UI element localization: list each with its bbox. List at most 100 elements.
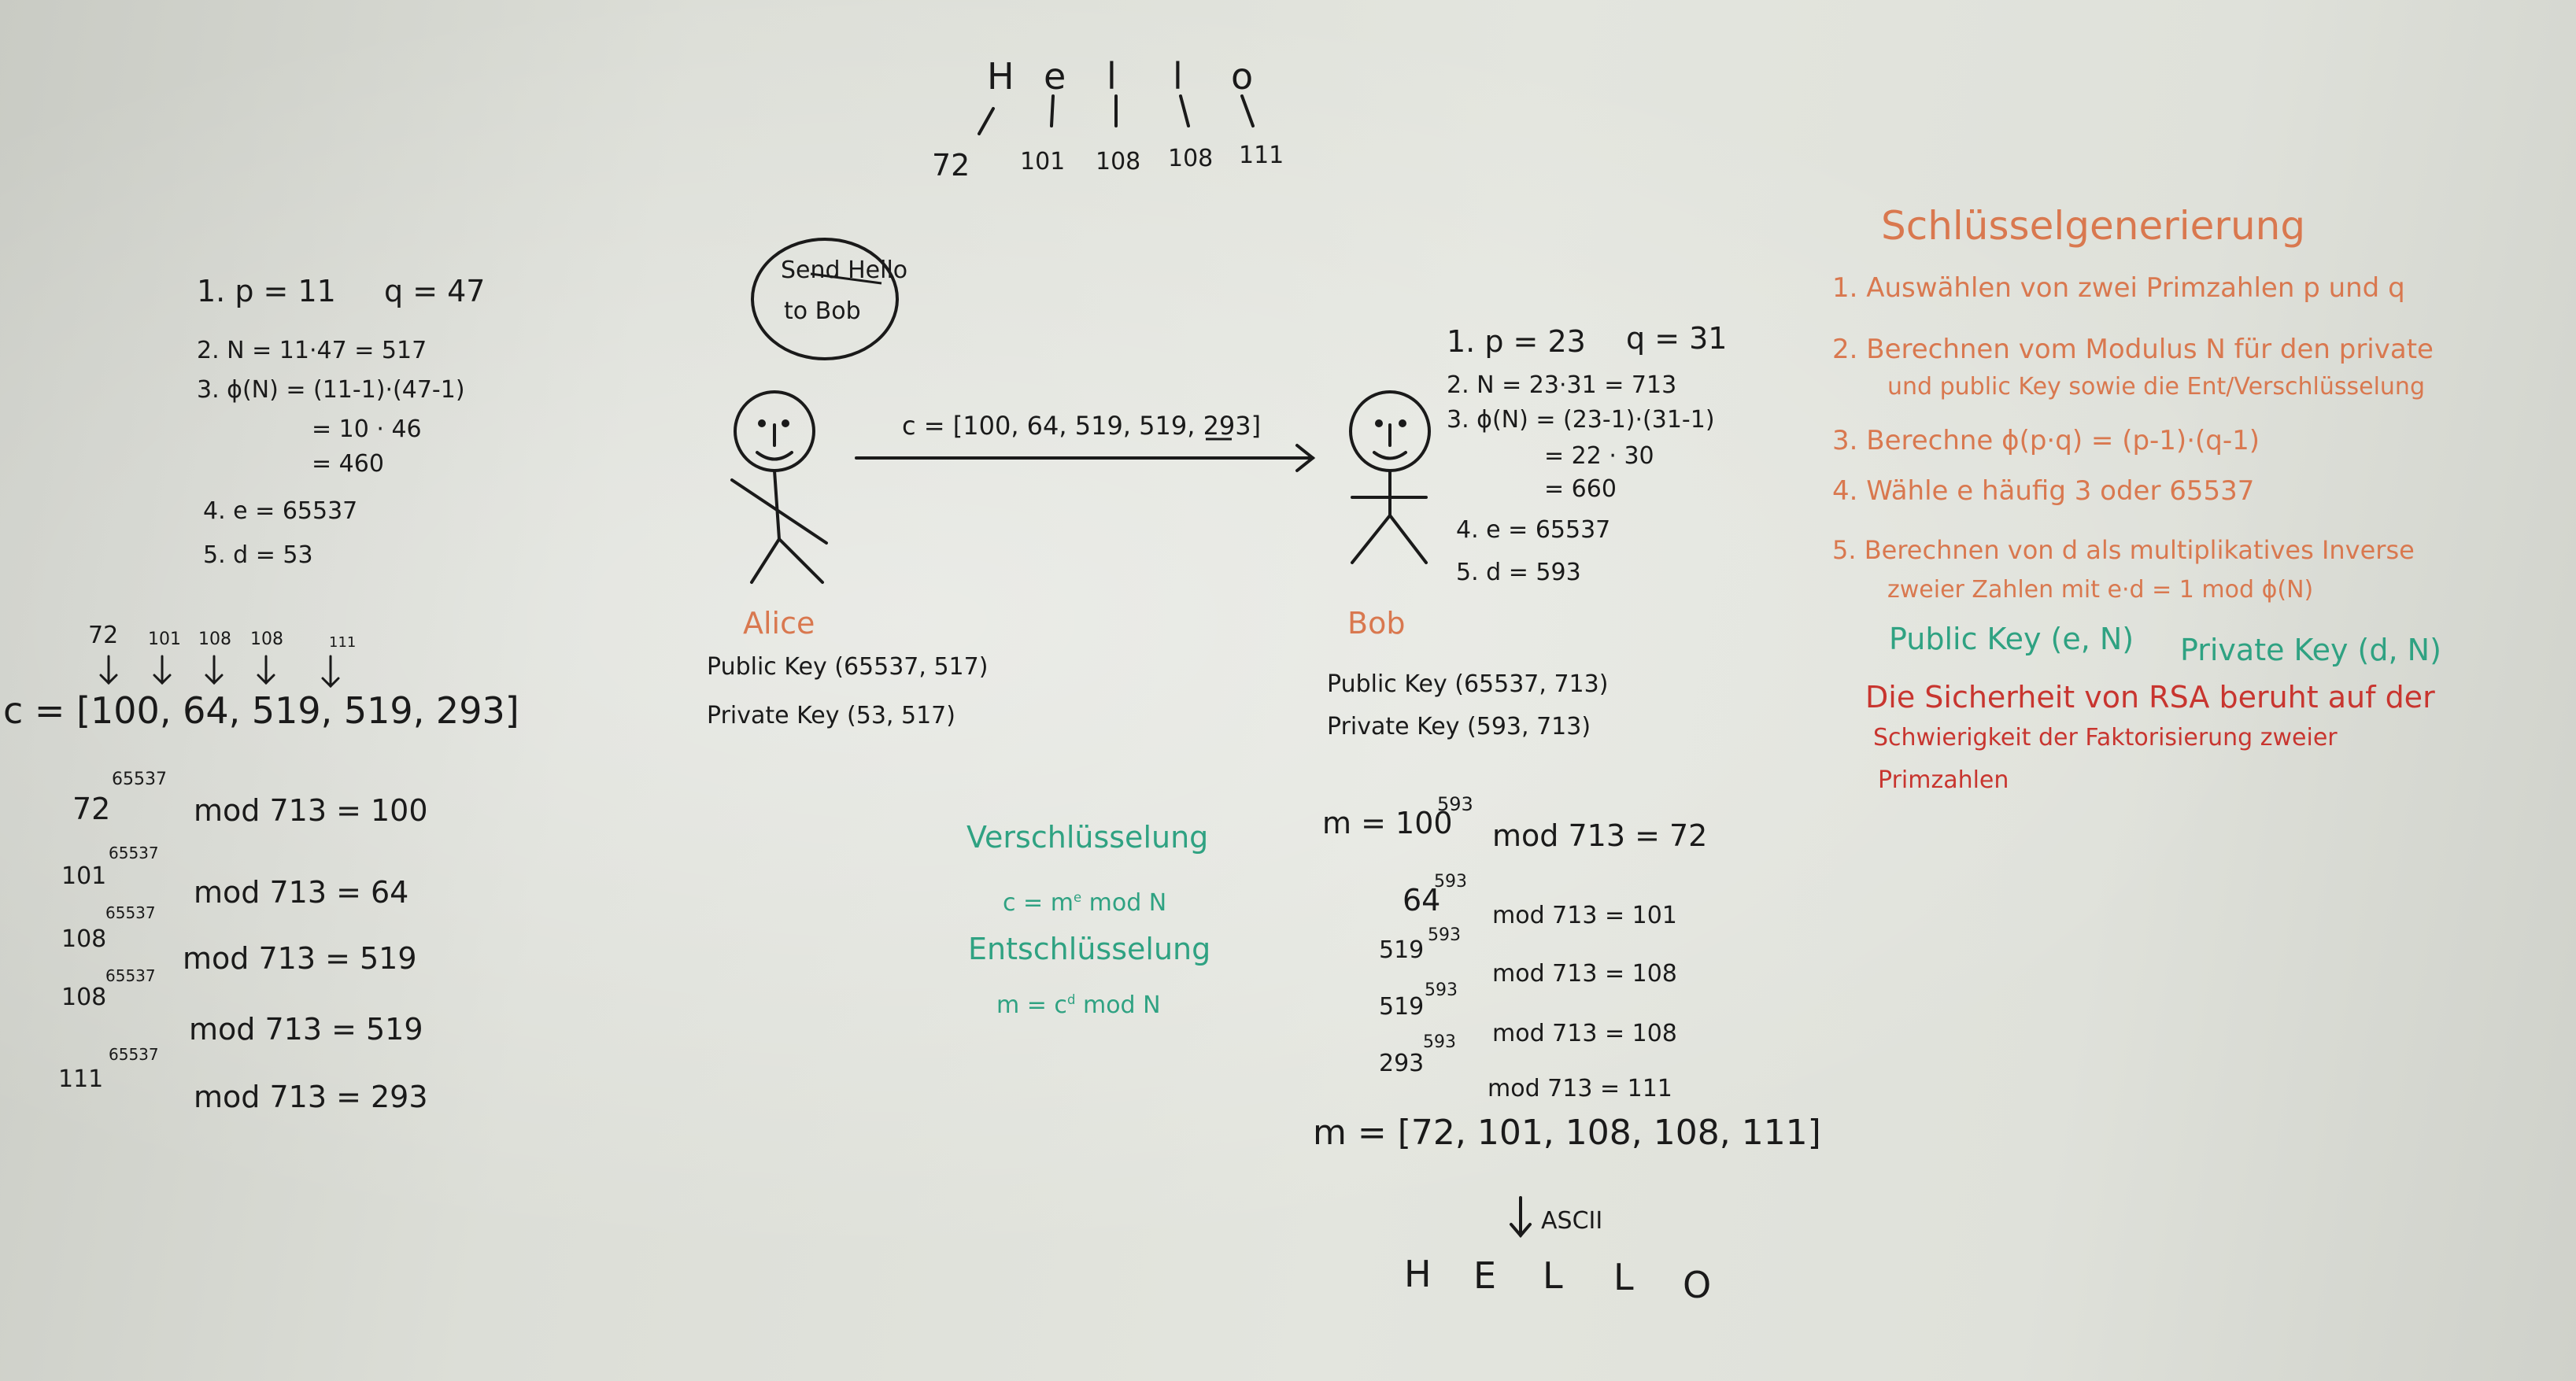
enc-exp: 65537 (109, 1045, 159, 1064)
hello-letter: H (987, 55, 1015, 98)
transfer-arrow (855, 444, 1316, 472)
bob-step2: 2. N = 23·31 = 713 (1447, 371, 1677, 399)
keygen-step: 5. Berechnen von d als multiplikatives I… (1832, 535, 2415, 565)
keygen-step: zweier Zahlen mit e·d = 1 mod ϕ(N) (1887, 576, 2314, 604)
hello-code: 108 (1168, 145, 1214, 172)
hello-code: 108 (1096, 148, 1141, 175)
alice-code: 101 (148, 630, 181, 649)
bob-step1-p: 1. p = 23 (1447, 324, 1586, 359)
decoded-letter: E (1473, 1254, 1497, 1297)
keygen-private-key: Private Key (d, N) (2180, 633, 2441, 667)
keygen-step: 2. Berechnen vom Modulus N für den priva… (1832, 334, 2434, 365)
keygen-step: und public Key sowie die Ent/Verschlüsse… (1887, 373, 2425, 401)
security-note: Schwierigkeit der Faktorisierung zweier (1873, 724, 2338, 751)
dec-exp: 593 (1425, 980, 1458, 1000)
alice-code-arrows (99, 655, 340, 689)
bubble-text: to Bob (784, 297, 861, 325)
encryption-formula: c = me mod N (1003, 889, 1167, 917)
enc-exp: 65537 (105, 966, 156, 985)
enc-base: 108 (61, 925, 107, 953)
dec-rest: mod 713 = 111 (1488, 1075, 1672, 1102)
dec-base: 64 (1403, 883, 1441, 918)
security-note: Primzahlen (1878, 766, 2009, 794)
bob-public-key: Public Key (65537, 713) (1327, 670, 1609, 698)
hello-letter: l (1107, 55, 1117, 98)
enc-rest: mod 713 = 519 (189, 1012, 423, 1047)
hello-letter: l (1173, 55, 1183, 98)
dec-exp: 593 (1434, 872, 1467, 892)
alice-code: 111 (329, 634, 357, 651)
enc-rest: mod 713 = 293 (194, 1080, 428, 1114)
dec-rest: mod 713 = 101 (1492, 902, 1677, 929)
alice-name: Alice (743, 606, 815, 641)
bob-step5: 5. d = 593 (1456, 559, 1581, 586)
hello-letter: o (1231, 55, 1254, 98)
arrow-cipher-label: c = [100, 64, 519, 519, 293] (902, 411, 1262, 441)
alice-step3c: = 460 (312, 450, 384, 478)
enc-rest: mod 713 = 64 (194, 875, 409, 910)
bob-step3c: = 660 (1544, 475, 1617, 503)
keygen-step: 4. Wähle e häufig 3 oder 65537 (1832, 475, 2255, 507)
bob-name: Bob (1347, 606, 1406, 641)
alice-code: 108 (250, 630, 283, 649)
bob-result: m = [72, 101, 108, 108, 111] (1313, 1113, 1821, 1153)
decoded-letter: H (1404, 1253, 1432, 1295)
keygen-step: 1. Auswählen von zwei Primzahlen p und q (1832, 272, 2405, 304)
keygen-step: 3. Berechne ϕ(p·q) = (p-1)·(q-1) (1832, 425, 2260, 456)
dec-base: 293 (1379, 1050, 1425, 1077)
enc-rest: mod 713 = 100 (194, 793, 428, 828)
hello-letter: e (1044, 55, 1066, 98)
hello-code: 111 (1239, 142, 1284, 169)
speech-bubble (751, 238, 899, 360)
alice-stick-figure (730, 390, 828, 584)
keygen-title: Schlüsselgenerierung (1881, 203, 2306, 249)
alice-step1-q: q = 47 (384, 274, 486, 308)
alice-step3b: = 10 · 46 (312, 415, 422, 443)
bubble-underline (810, 272, 882, 285)
ascii-arrow (1510, 1196, 1532, 1239)
dec-base: 519 (1379, 936, 1425, 964)
enc-exp: 65537 (112, 770, 167, 789)
hello-mapping-strokes (978, 94, 1255, 135)
enc-base: 101 (61, 862, 107, 890)
bob-step3b: = 22 · 30 (1544, 442, 1654, 470)
decoded-letter: L (1543, 1254, 1563, 1297)
bob-private-key: Private Key (593, 713) (1327, 713, 1591, 740)
keygen-public-key: Public Key (e, N) (1889, 622, 2134, 656)
alice-private-key: Private Key (53, 517) (707, 702, 955, 729)
alice-code: 108 (198, 630, 231, 649)
decoded-letter: L (1613, 1256, 1634, 1298)
decryption-formula: m = cd mod N (996, 991, 1161, 1019)
enc-base: 72 (72, 792, 111, 826)
alice-cipher: c = [100, 64, 519, 519, 293] (3, 689, 519, 732)
enc-exp: 65537 (105, 903, 156, 922)
bob-stick-figure (1349, 390, 1431, 564)
dec-base: m = 100 (1322, 806, 1453, 840)
dec-base: 519 (1379, 993, 1425, 1021)
dec-exp: 593 (1423, 1032, 1456, 1052)
bob-step4: 4. e = 65537 (1456, 516, 1611, 544)
enc-base: 108 (61, 984, 107, 1011)
alice-step1-p: 1. p = 11 (197, 274, 336, 308)
ascii-label: ASCII (1541, 1207, 1603, 1235)
hello-code: 72 (932, 148, 970, 183)
alice-step5: 5. d = 53 (203, 541, 313, 569)
encryption-title: Verschlüsselung (966, 820, 1209, 855)
alice-step4: 4. e = 65537 (203, 497, 358, 525)
dec-rest: mod 713 = 72 (1492, 818, 1708, 853)
security-note: Die Sicherheit von RSA beruht auf der (1865, 680, 2435, 715)
bubble-text: Send Hello (781, 257, 908, 284)
alice-step3: 3. ϕ(N) = (11-1)·(47-1) (197, 376, 465, 404)
dec-exp: 593 (1428, 925, 1461, 945)
dec-rest: mod 713 = 108 (1492, 1020, 1677, 1047)
decoded-letter: O (1683, 1264, 1712, 1306)
alice-code: 72 (88, 622, 119, 649)
decryption-title: Entschlüsselung (968, 932, 1211, 966)
dec-exp: 593 (1437, 793, 1473, 815)
alice-step2: 2. N = 11·47 = 517 (197, 337, 427, 364)
enc-base: 111 (58, 1065, 104, 1093)
bob-step3: 3. ϕ(N) = (23-1)·(31-1) (1447, 406, 1715, 434)
alice-public-key: Public Key (65537, 517) (707, 653, 989, 681)
